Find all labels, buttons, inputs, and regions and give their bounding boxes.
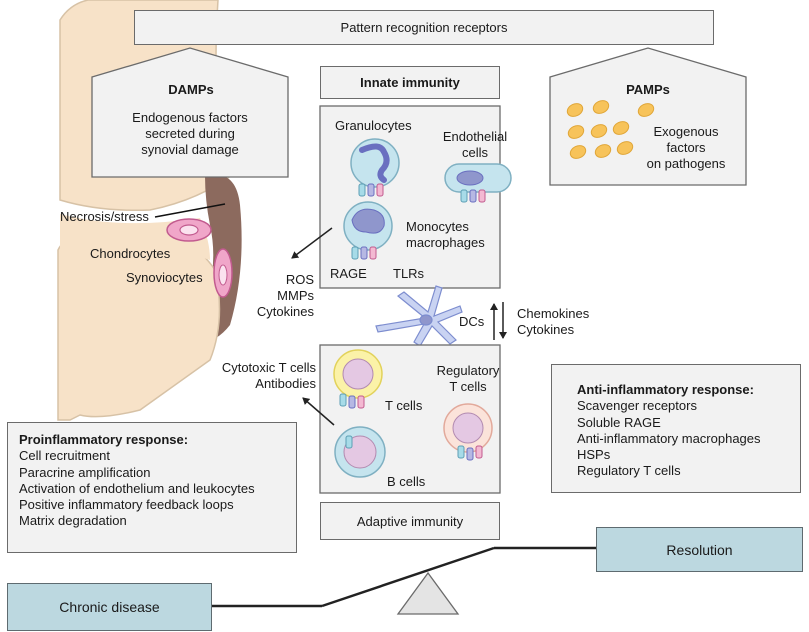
resolution-label: Resolution (666, 541, 733, 558)
regulatory-t-cell (443, 403, 493, 453)
adaptive-receptors (339, 393, 483, 461)
signal-cytokines: Cytokines (517, 322, 575, 337)
arrow-to-effectors (302, 397, 335, 426)
treg-label-2: T cells (449, 379, 487, 394)
mediator-mmps: MMPs (277, 288, 314, 303)
pamps-line-1: Exogenous (653, 124, 719, 139)
resolution-box: Resolution (596, 527, 803, 572)
pro-item-1: Cell recruitment (19, 448, 111, 464)
receptors (351, 183, 486, 260)
pro-item-5: Matrix degradation (19, 513, 127, 529)
pamps-line-2: factors (666, 140, 706, 155)
monocytes-label-1: Monocytes (406, 219, 469, 234)
damps-line-3: synovial damage (141, 142, 239, 157)
chronic-disease-label: Chronic disease (59, 599, 160, 615)
t-cells-label: T cells (385, 398, 423, 413)
pathogen-ovals (566, 100, 655, 159)
chondrocytes-label: Chondrocytes (90, 246, 171, 261)
synoviocytes-label: Synoviocytes (126, 270, 203, 285)
dendritic-cell (375, 285, 463, 347)
prr-title: Pattern recognition receptors (340, 20, 508, 35)
antiinflammatory-box: Anti-inflammatory response: Scavenger re… (551, 364, 801, 493)
pro-item-2: Paracrine amplification (19, 464, 151, 480)
anti-item-3: Anti-inflammatory macrophages (577, 430, 761, 446)
pamps-title: PAMPs (626, 82, 670, 97)
granulocyte-cell (350, 138, 400, 188)
anti-item-2: Soluble RAGE (577, 414, 661, 430)
treg-label-1: Regulatory (436, 363, 500, 378)
signal-chemokines: Chemokines (517, 306, 590, 321)
anti-item-4: HSPs (577, 447, 611, 463)
b-cell (334, 426, 386, 478)
damps-house (91, 47, 289, 178)
pro-item-4: Positive inflammatory feedback loops (19, 497, 234, 513)
effector-antibodies: Antibodies (255, 376, 316, 391)
endothelial-cell (444, 163, 512, 193)
effector-cytotoxic: Cytotoxic T cells (221, 360, 316, 375)
monocytes-label-2: macrophages (406, 235, 485, 250)
necrosis-pointer (154, 203, 226, 218)
prr-header: Pattern recognition receptors (134, 10, 714, 45)
dcs-label: DCs (459, 314, 485, 329)
adaptive-title-box: Adaptive immunity (320, 502, 500, 540)
damps-line-1: Endogenous factors (132, 110, 248, 125)
granulocytes-label: Granulocytes (335, 118, 412, 133)
t-cell (333, 349, 383, 399)
endothelial-label-2: cells (461, 145, 488, 160)
b-cells-label: B cells (387, 474, 426, 489)
rage-label: RAGE (330, 266, 367, 281)
mediator-ros: ROS (285, 272, 314, 287)
proinflammatory-box: Proinflammatory response: Cell recruitme… (7, 422, 297, 553)
balance-fulcrum (396, 571, 460, 615)
monocyte-cell (343, 201, 393, 251)
arrow-to-mediators (291, 227, 333, 259)
damps-line-2: secreted during (145, 126, 235, 141)
innate-title: Innate immunity (360, 75, 460, 90)
adaptive-title: Adaptive immunity (356, 513, 464, 529)
tlrs-label: TLRs (393, 266, 425, 281)
endothelial-label-1: Endothelial (442, 129, 508, 144)
proinflammatory-title: Proinflammatory response: (19, 432, 189, 447)
antiinflammatory-title: Anti-inflammatory response: (577, 382, 754, 397)
damps-title: DAMPs (168, 82, 214, 97)
anti-item-1: Scavenger receptors (577, 398, 697, 414)
innate-title-box: Innate immunity (320, 66, 500, 99)
pro-item-3: Activation of endothelium and leukocytes (19, 480, 255, 496)
necrosis-label: Necrosis/stress (60, 209, 149, 224)
mediator-cytokines: Cytokines (256, 304, 314, 319)
chronic-disease-box: Chronic disease (7, 583, 212, 631)
anti-item-5: Regulatory T cells (577, 463, 681, 479)
pamps-line-3: on pathogens (646, 156, 726, 171)
